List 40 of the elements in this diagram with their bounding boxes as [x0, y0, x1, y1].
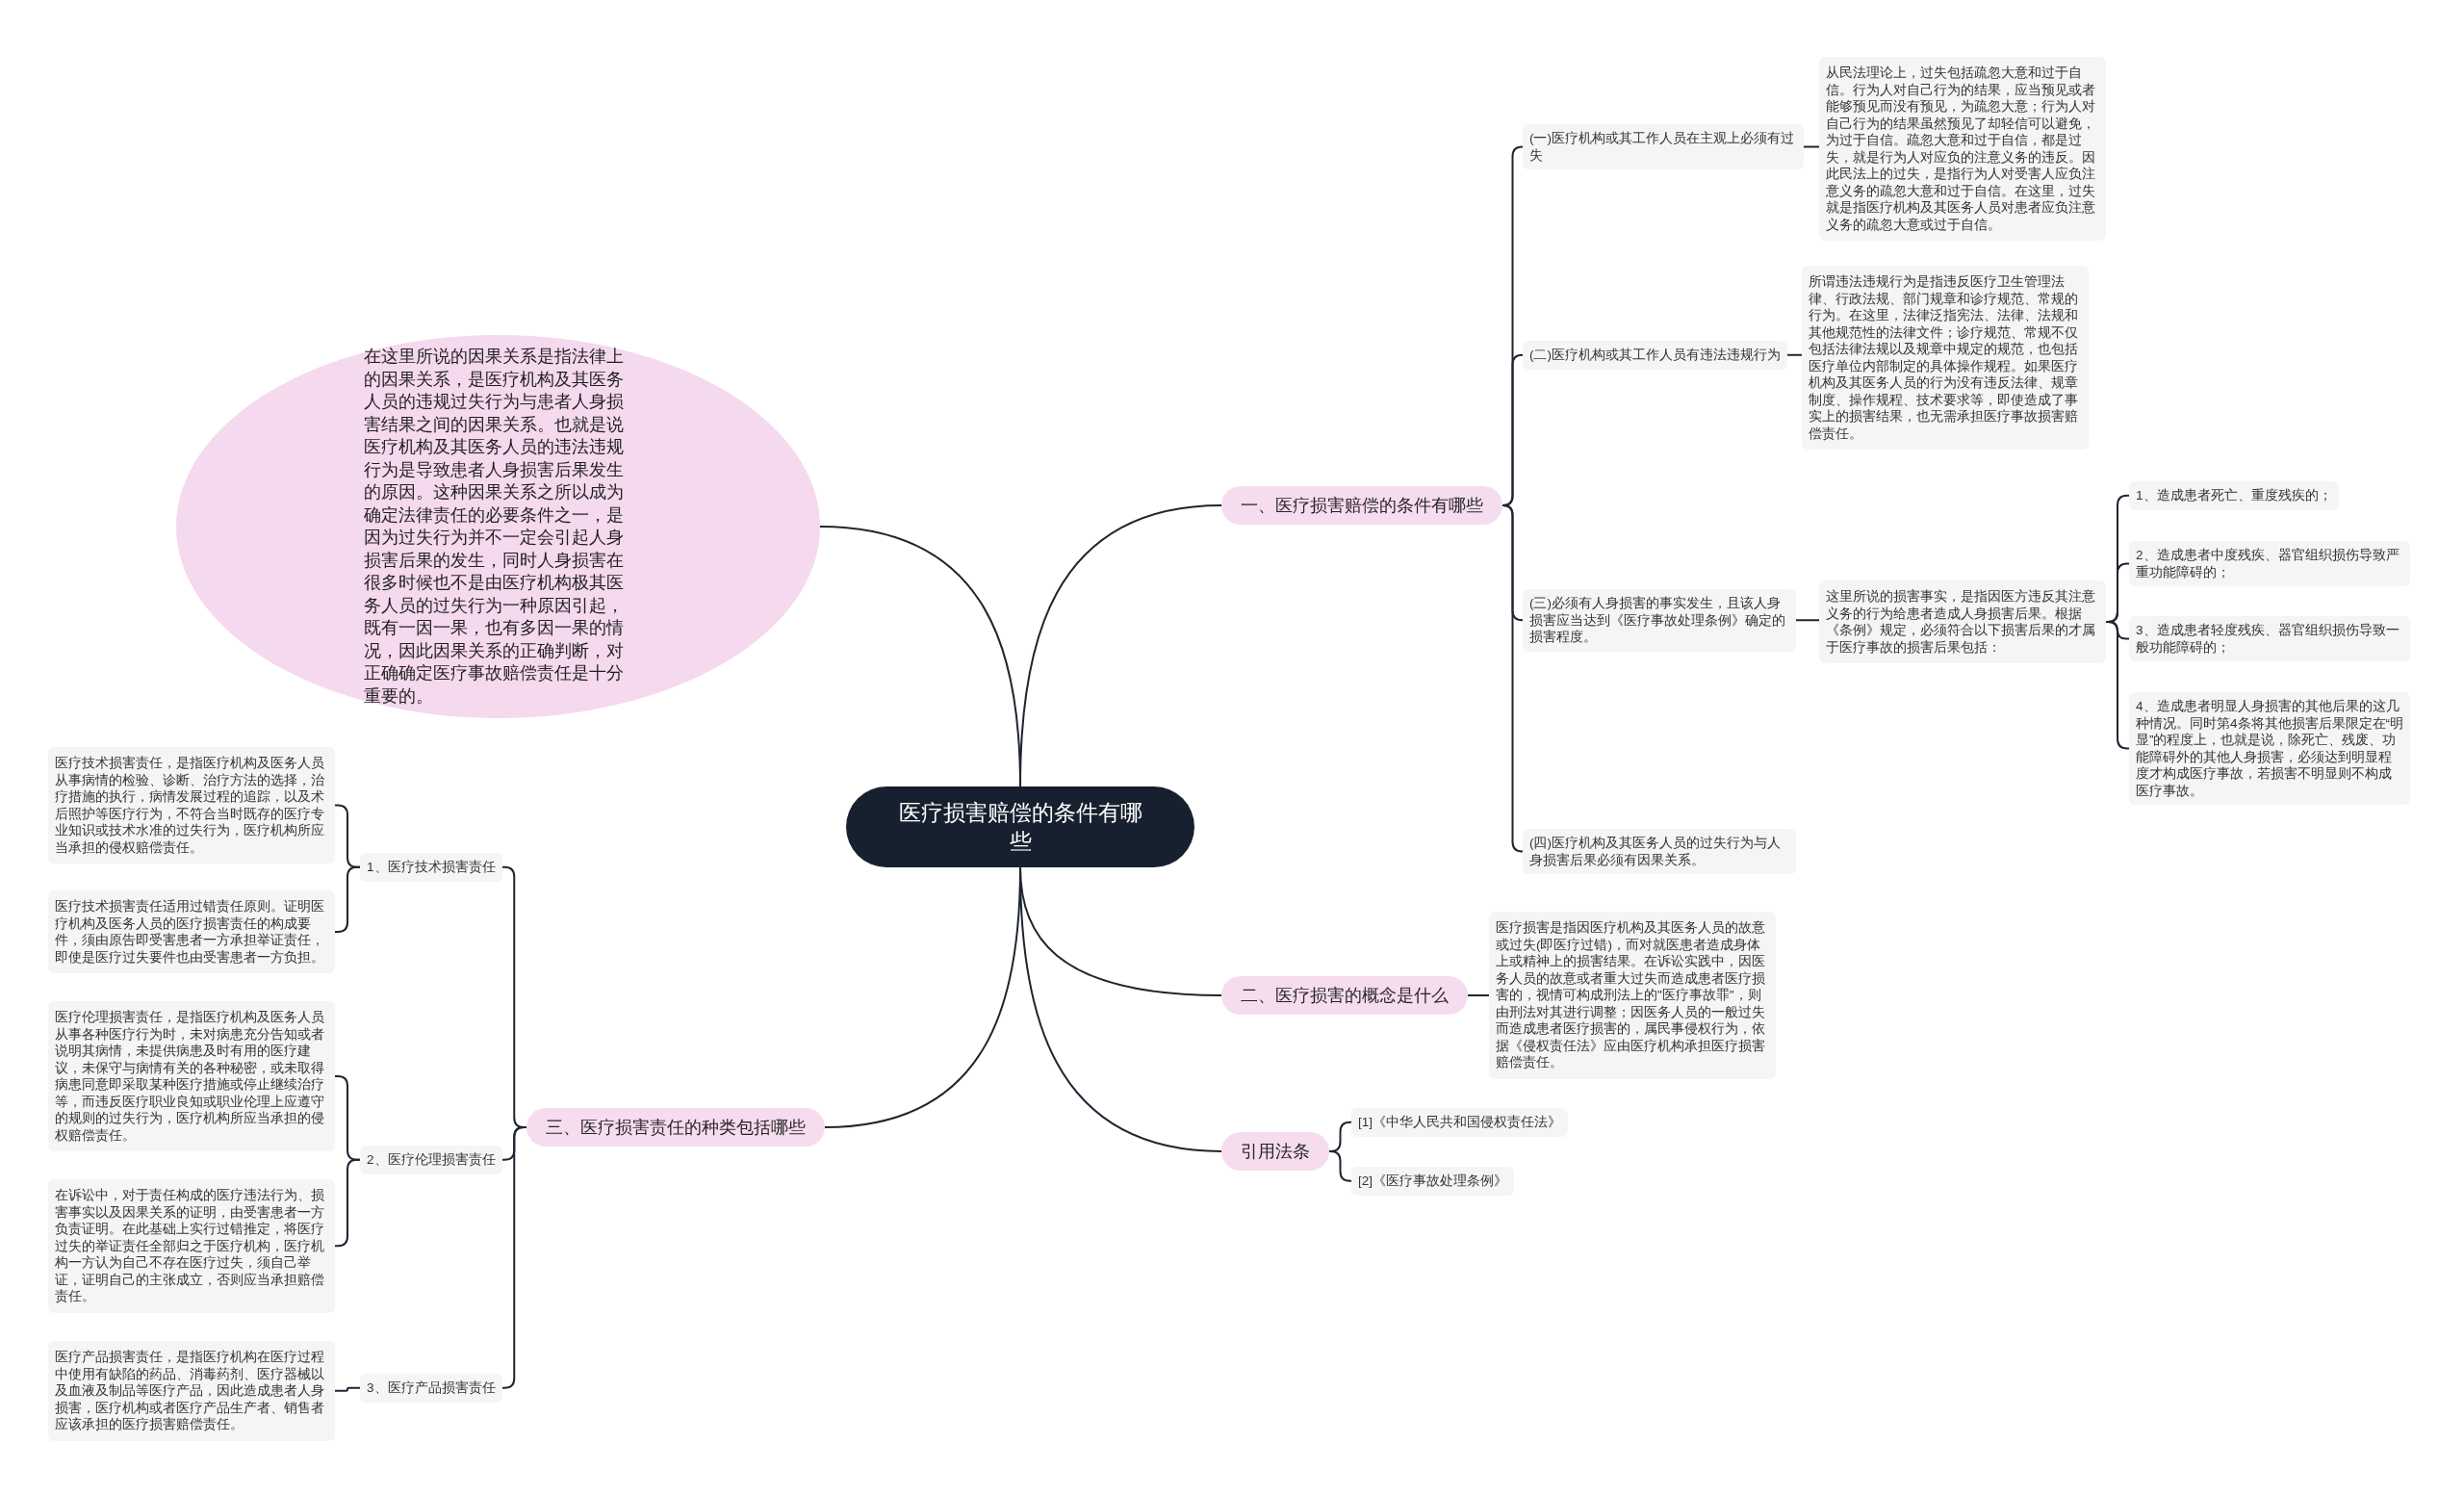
subtopic-box: 2、造成患者中度残疾、器官组织损伤导致严重功能障碍的；	[2129, 541, 2410, 586]
branch-topic: 一、医疗损害赔偿的条件有哪些	[1221, 486, 1502, 525]
subtopic-box: (四)医疗机构及其医务人员的过失行为与人身损害后果必须有因果关系。	[1523, 829, 1796, 874]
connector-line	[1803, 145, 1820, 148]
note-box: 医疗技术损害责任，是指医疗机构及医务人员从事病情的检验、诊断、治疗方法的选择，治疗措施的执行，病情发展过程的追踪，以及术后照护等医疗行为，不符合当时既存的医疗专业知识或技术水准的过失行为，医疗机构所应当承担的侵权赔偿责任。	[48, 747, 335, 863]
note-box: 所谓违法违规行为是指违反医疗卫生管理法律、行政法规、部门规章和诊疗规范、常规的行为。在这里，法律泛指宪法、法律、法规和其他规范性的法律文件；诊疗规范、常规不仅包括法律法规以及规章中规定的规范，也包括医疗单位内部制定的具体操作规程。如果医疗机构及其医务人员的行为没有违反法律、规章制度、操作规程、技术要求等，即使造成了事实上的损害结果，也无需承担医疗事故损害赔偿责任。	[1802, 266, 2089, 450]
connector-line	[1328, 1150, 1352, 1182]
subtopic-box: (三)必须有人身损害的事实发生，且该人身损害应当达到《医疗事故处理条例》确定的损害程度。	[1523, 589, 1796, 652]
connector-line	[334, 865, 361, 933]
connector-line	[1502, 504, 1524, 853]
note-box: 从民法理论上，过失包括疏忽大意和过于自信。行为人对自己行为的结果，应当预见或者能够预见而没有预见，为疏忽大意；行为人对自己行为的结果虽然预见了却轻信可以避免，为过于自信。疏忽大意和过于自信，都是过失，就是行为人对应负的注意义务的违反。因此民法上的过失，是指行为人对受害人应负注意义务的疏忽大意和过于自信。在这里，过失就是指医疗机构及其医务人员对患者应负注意义务的疏忽大意或过于自信。	[1819, 57, 2106, 241]
subtopic-box: 3、造成患者轻度残疾、器官组织损伤导致一般功能障碍的；	[2129, 616, 2410, 661]
subtopic-box: (二)医疗机构或其工作人员有违法违规行为	[1523, 341, 1787, 370]
connector-line	[1467, 994, 1490, 996]
connector-line	[1786, 353, 1803, 356]
connector-line	[1795, 619, 1820, 622]
subtopic-box: (一)医疗机构或其工作人员在主观上必须有过失	[1523, 124, 1804, 169]
subtopic-box: 1、造成患者死亡、重度残疾的；	[2129, 481, 2339, 510]
note-box: 在诉讼中，对于责任构成的医疗违法行为、损害事实以及因果关系的证明，由受害患者一方负责证明。在此基础上实行过错推定，将医疗过失的举证责任全部归之于医疗机构，医疗机构一方认为自己不存在医疗过失，须自己举证，证明自己的主张成立，否则应当承担赔偿责任。	[48, 1179, 335, 1313]
subtopic-box: 4、造成患者明显人身损害的其他后果的这几种情况。同时第4条将其他损害后果限定在“明显”的程度上，也就是说，除死亡、残废、功能障碍外的其他人身损害，必须达到明显程度才构成医疗事故，若损害不明显则不构成医疗事故。	[2129, 692, 2410, 805]
branch-topic: 三、医疗损害责任的种类包括哪些	[526, 1108, 825, 1147]
floating-topic-bubble: 在这里所说的因果关系是指法律上的因果关系，是医疗机构及其医务人员的违规过失行为与患者人身损害结果之间的因果关系。也就是说医疗机构及其医务人员的违法违规行为是导致患者人身损害后果发生的原因。这种因果关系之所以成为确定法律责任的必要条件之一，是因为过失行为并不一定会引起人身损害后果的发生，同时人身损害在很多时候也不是由医疗机构极其医务人员的过失行为一种原因引起，既有一因一果，也有多因一果的情况，因此因果关系的正确判断，对正确确定医疗事故赔偿责任是十分重要的。	[176, 335, 820, 718]
note-box: 医疗损害是指因医疗机构及其医务人员的故意或过失(即医疗过错)，而对就医患者造成身体上或精神上的损害结果。在诉讼实践中，因医务人员的故意或者重大过失而造成患者医疗损害的，视情可构成刑法上的"医疗事故罪"，则由刑法对其进行调整；因医务人员的一般过失而造成患者医疗损害的，属民事侵权行为，依据《侵权责任法》应由医疗机构承担医疗损害赔偿责任。	[1489, 912, 1776, 1079]
note-box: 医疗伦理损害责任，是指医疗机构及医务人员从事各种医疗行为时，未对病患充分告知或者说明其病情，未提供病患及时有用的医疗建议，未保守与病情有关的各种秘密，或未取得病患同意即采取某种医疗措施或停止继续治疗等，而违反医疗职业良知或职业伦理上应遵守的规则的过失行为，医疗机构所应当承担的侵权赔偿责任。	[48, 1001, 335, 1151]
subtopic-box: 3、医疗产品损害责任	[360, 1374, 502, 1403]
connector-line	[819, 526, 1021, 787]
note-box: 这里所说的损害事实，是指因医方违反其注意义务的行为给患者造成人身损害后果。根据《条例》规定，必须符合以下损害后果的才属于医疗事故的损害后果包括：	[1819, 580, 2106, 663]
branch-topic: 二、医疗损害的概念是什么	[1221, 976, 1468, 1015]
branch-topic: 引用法条	[1221, 1132, 1329, 1171]
connector-line	[334, 1158, 361, 1248]
central-topic: 医疗损害赔偿的条件有哪些	[846, 786, 1194, 867]
connector-line	[2105, 621, 2130, 750]
subtopic-box: 2、医疗伦理损害责任	[360, 1146, 502, 1174]
connector-line	[824, 866, 1021, 1128]
subtopic-box: [2]《医疗事故处理条例》	[1351, 1167, 1514, 1196]
subtopic-box: [1]《中华人民共和国侵权责任法》	[1351, 1108, 1568, 1137]
connector-line	[334, 1386, 361, 1392]
note-box: 医疗技术损害责任适用过错责任原则。证明医疗机构及医务人员的医疗损害责任的构成要件，须由原告即受害患者一方承担举证责任，即使是医疗过失要件也由受害患者一方负担。	[48, 890, 335, 973]
note-box: 医疗产品损害责任，是指医疗机构在医疗过程中使用有缺陷的药品、消毒药剂、医疗器械以及血液及制品等医疗产品，因此造成患者人身损害，医疗机构或者医疗产品生产者、销售者应该承担的医疗损害赔偿责任。	[48, 1341, 335, 1441]
subtopic-box: 1、医疗技术损害责任	[360, 853, 502, 882]
